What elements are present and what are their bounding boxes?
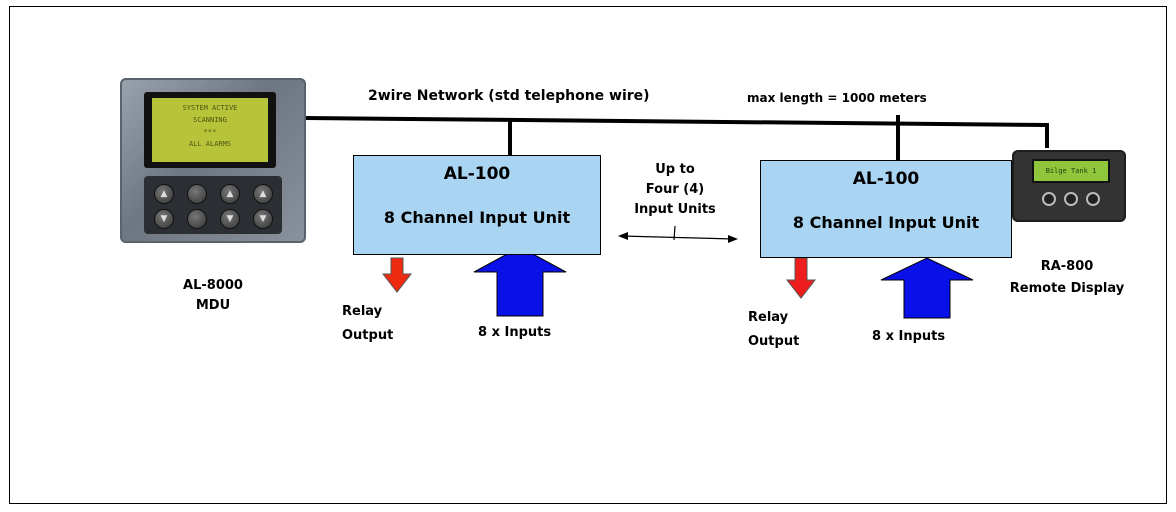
remote-name: RA-800 bbox=[1040, 259, 1094, 274]
arrowhead-left bbox=[618, 232, 628, 240]
relay-arrow-1 bbox=[381, 257, 413, 293]
relay-label-line-2: Output bbox=[342, 328, 394, 343]
mdu-screen: SYSTEM ACTIVE SCANNING *** ALL ALARMS bbox=[144, 92, 276, 168]
al-100-input-unit-1: AL-100 8 Channel Input Unit bbox=[353, 155, 601, 255]
relay-output-label-2: Relay Output bbox=[748, 306, 799, 354]
unit-subtitle: 8 Channel Input Unit bbox=[792, 213, 980, 232]
up-arrow-icon: ▲ bbox=[154, 184, 174, 204]
up-arrow-icon: ▲ bbox=[220, 184, 240, 204]
mdu-label: AL-8000 MDU bbox=[158, 276, 268, 316]
unit-title: AL-100 bbox=[852, 169, 920, 189]
mdu-screen-line: SYSTEM ACTIVE bbox=[182, 104, 238, 112]
remote-sub: Remote Display bbox=[1009, 281, 1125, 296]
up-to-double-arrow bbox=[621, 235, 735, 240]
max-length-label: max length = 1000 meters bbox=[747, 91, 927, 105]
unit-title: AL-100 bbox=[443, 164, 511, 184]
input-arrow-1 bbox=[473, 246, 567, 317]
remote-key-icon bbox=[1042, 192, 1056, 206]
down-arrow-icon: ▼ bbox=[220, 209, 240, 229]
al-100-input-unit-2: AL-100 8 Channel Input Unit bbox=[760, 160, 1012, 258]
up-to-line-2: Four (4) bbox=[645, 182, 705, 197]
network-wire bbox=[305, 116, 1049, 148]
up-arrow-icon: ▲ bbox=[253, 184, 273, 204]
mdu-key-icon bbox=[187, 184, 207, 204]
mdu-screen-line: ALL ALARMS bbox=[188, 140, 232, 148]
mdu-name: AL-8000 bbox=[183, 278, 243, 293]
inputs-label-1: 8 x Inputs bbox=[478, 325, 552, 340]
relay-arrow-2 bbox=[785, 257, 817, 299]
ra-800-remote-display-device: Bilge Tank 1 bbox=[1012, 150, 1126, 222]
unit-subtitle: 8 Channel Input Unit bbox=[383, 208, 571, 227]
network-label: 2wire Network (std telephone wire) bbox=[368, 88, 650, 104]
up-to-pointer-line bbox=[673, 225, 676, 241]
up-to-label: Up to Four (4) Input Units bbox=[616, 160, 734, 220]
relay-label-line-1: Relay bbox=[342, 304, 383, 319]
mdu-lcd-display: SYSTEM ACTIVE SCANNING *** ALL ALARMS bbox=[152, 98, 268, 162]
down-arrow-icon: ▼ bbox=[253, 209, 273, 229]
diagram-frame bbox=[9, 6, 1167, 504]
relay-label-line-1: Relay bbox=[748, 310, 789, 325]
al-8000-mdu-device: SYSTEM ACTIVE SCANNING *** ALL ALARMS ▲ … bbox=[120, 78, 306, 243]
mdu-sub: MDU bbox=[195, 298, 231, 313]
remote-label: RA-800 Remote Display bbox=[992, 256, 1142, 300]
relay-output-label-1: Relay Output bbox=[342, 300, 393, 348]
inputs-label-2: 8 x Inputs bbox=[872, 329, 946, 344]
input-arrow-2 bbox=[880, 257, 974, 319]
remote-key-icon bbox=[1064, 192, 1078, 206]
remote-key-icon bbox=[1086, 192, 1100, 206]
mdu-screen-line: SCANNING bbox=[193, 116, 227, 124]
mdu-keypad: ▲ ▲ ▲ ▼ ▼ ▼ bbox=[144, 176, 282, 234]
arrowhead-right bbox=[728, 235, 738, 243]
mdu-key-icon bbox=[187, 209, 207, 229]
ra-800-screen: Bilge Tank 1 bbox=[1032, 159, 1110, 183]
relay-label-line-2: Output bbox=[748, 334, 800, 349]
down-arrow-icon: ▼ bbox=[154, 209, 174, 229]
up-to-line-3: Input Units bbox=[634, 202, 716, 217]
up-to-line-1: Up to bbox=[655, 162, 695, 177]
mdu-screen-line: *** bbox=[203, 128, 217, 136]
